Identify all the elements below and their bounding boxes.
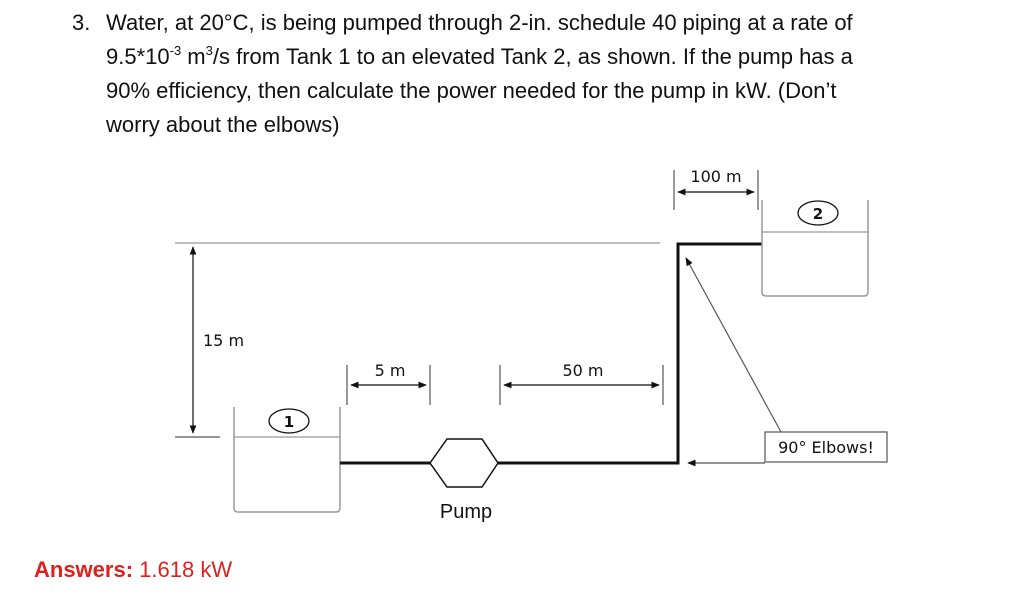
elbow-callout-label: 90° Elbows! (778, 438, 874, 457)
pump-label: Pump (440, 501, 492, 523)
problem-line-2: 9.5*10-3 m3/s from Tank 1 to an elevated… (106, 40, 1006, 74)
problem-text: Water, at 20°C, is being pumped through … (106, 6, 1006, 142)
tank-2 (761, 200, 869, 297)
flow-rate-exponent: -3 (169, 43, 182, 58)
tank-1-label: 1 (284, 413, 294, 431)
elbow-callout-pointer-upper (685, 257, 782, 433)
flow-rate-unit: m (181, 44, 206, 69)
pump (429, 438, 499, 488)
tank-1-label-circle (268, 408, 310, 434)
answer-value: 1.618 kW (139, 557, 233, 582)
tank-2-label-circle (797, 200, 839, 226)
answer-prefix: Answers: (34, 557, 134, 582)
flow-rate-unit-exponent: 3 (205, 43, 213, 58)
elbow-callout-box (764, 431, 888, 463)
problem-line-3: 90% efficiency, then calculate the power… (106, 78, 837, 103)
flow-rate-mantissa: 9.5*10 (106, 44, 170, 69)
height-label: 15 m (203, 331, 244, 350)
problem-line-1: Water, at 20°C, is being pumped through … (106, 10, 853, 35)
problem-line-4: worry about the elbows) (106, 112, 340, 137)
segment-3-label: 100 m (690, 167, 741, 186)
problem-number: 3. (72, 10, 91, 35)
segment-2-label: 50 m (562, 361, 603, 380)
tank-1 (233, 407, 341, 513)
segment-1-label: 5 m (375, 361, 406, 380)
problem-line-2-rest: /s from Tank 1 to an elevated Tank 2, as… (212, 44, 853, 69)
pipe-discharge (498, 242, 762, 465)
answer: Answers: 1.618 kW (34, 557, 232, 583)
tank-2-label: 2 (813, 205, 823, 223)
